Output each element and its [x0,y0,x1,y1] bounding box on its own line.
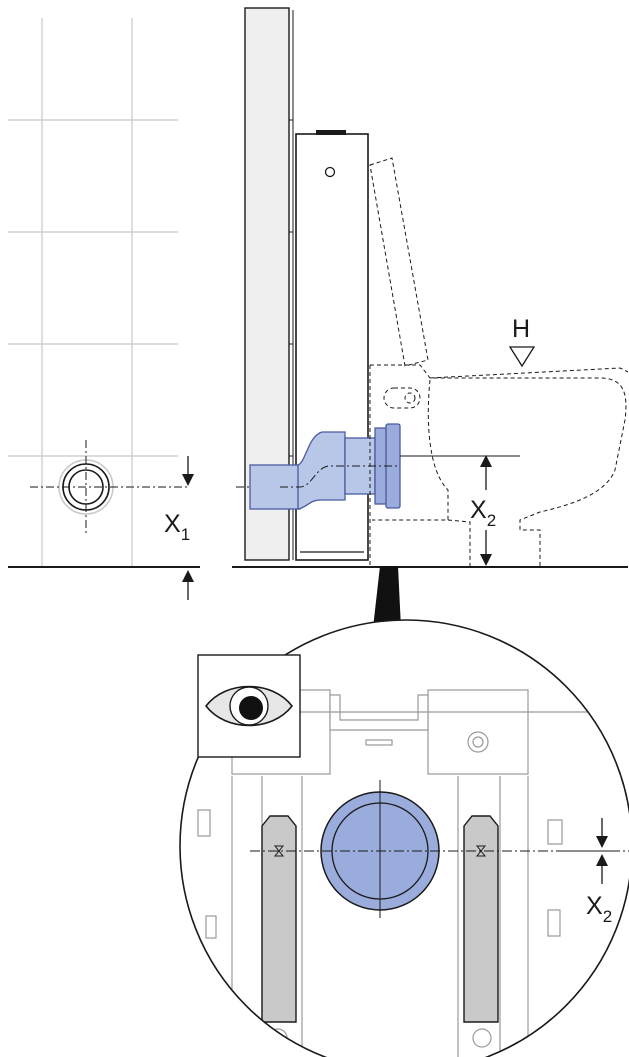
x2-dimension [480,455,492,566]
level-markers [273,845,487,857]
tile-grid [8,18,178,566]
tiled-wall-front-view: X1 [8,18,200,600]
h-label: H [512,315,530,343]
x2-label: X2 [470,496,496,530]
eye-icon [197,654,301,758]
wc-ceramic-outline [369,157,629,567]
x2-detail-dimension [596,818,608,884]
x2-detail-label: X2 [586,892,612,926]
side-view: X2 H [232,7,629,690]
h-reference-marker: H [508,315,536,368]
drain-outlet-front [30,440,190,534]
x1-label: X1 [164,510,190,544]
right-mounting-bracket [463,815,499,1023]
x1-dimension [182,456,194,600]
left-mounting-bracket [261,815,297,1023]
